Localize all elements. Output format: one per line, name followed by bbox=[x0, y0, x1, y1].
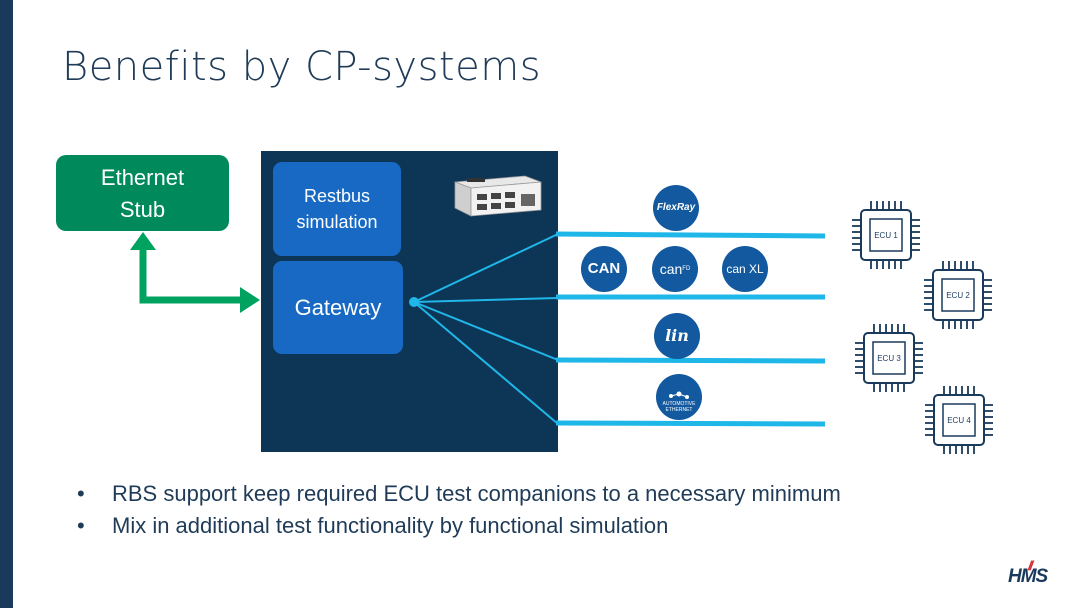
lin-icon: lin bbox=[654, 313, 700, 359]
ecu-2-label: ECU 2 bbox=[946, 291, 970, 300]
bullet-list: RBS support keep required ECU test compa… bbox=[72, 478, 841, 542]
bullet-item: RBS support keep required ECU test compa… bbox=[72, 478, 841, 510]
bus-line-4 bbox=[555, 420, 826, 427]
ethernet-stub-label: Ethernet Stub bbox=[100, 165, 185, 222]
network-nodes-icon bbox=[669, 391, 689, 399]
ethernet-stub-box: Ethernet Stub bbox=[56, 155, 229, 231]
ecu-1-label: ECU 1 bbox=[874, 231, 898, 240]
stub-gateway-arrow bbox=[139, 248, 243, 304]
gateway-label: Gateway bbox=[294, 294, 382, 320]
arrow-head-right bbox=[240, 287, 260, 313]
automotive-ethernet-icon: AUTOMOTIVE ETHERNET bbox=[656, 374, 702, 420]
hms-logo: // HMS bbox=[1008, 558, 1048, 587]
gateway-node bbox=[409, 297, 419, 307]
restbus-label: Restbus simulation bbox=[296, 186, 378, 232]
flexray-icon: FlexRay bbox=[653, 185, 699, 231]
arrow-head-up bbox=[130, 232, 156, 250]
bullet-item: Mix in additional test functionality by … bbox=[72, 510, 841, 542]
can-xl-icon: can XL bbox=[722, 246, 768, 292]
bus-line-3 bbox=[555, 357, 826, 364]
can-icon: CAN bbox=[581, 246, 627, 292]
left-accent-bar bbox=[0, 0, 13, 608]
bus-line-1 bbox=[555, 231, 826, 239]
hardware-device-icon bbox=[454, 175, 542, 217]
gateway-box: Gateway bbox=[273, 261, 403, 354]
slide-title: Benefits by CP-systems bbox=[62, 44, 542, 90]
ecu-3-label: ECU 3 bbox=[877, 354, 901, 363]
logo-bars-icon: // bbox=[1028, 558, 1033, 573]
restbus-simulation-box: Restbus simulation bbox=[273, 162, 401, 256]
ecu-4-label: ECU 4 bbox=[947, 416, 971, 425]
